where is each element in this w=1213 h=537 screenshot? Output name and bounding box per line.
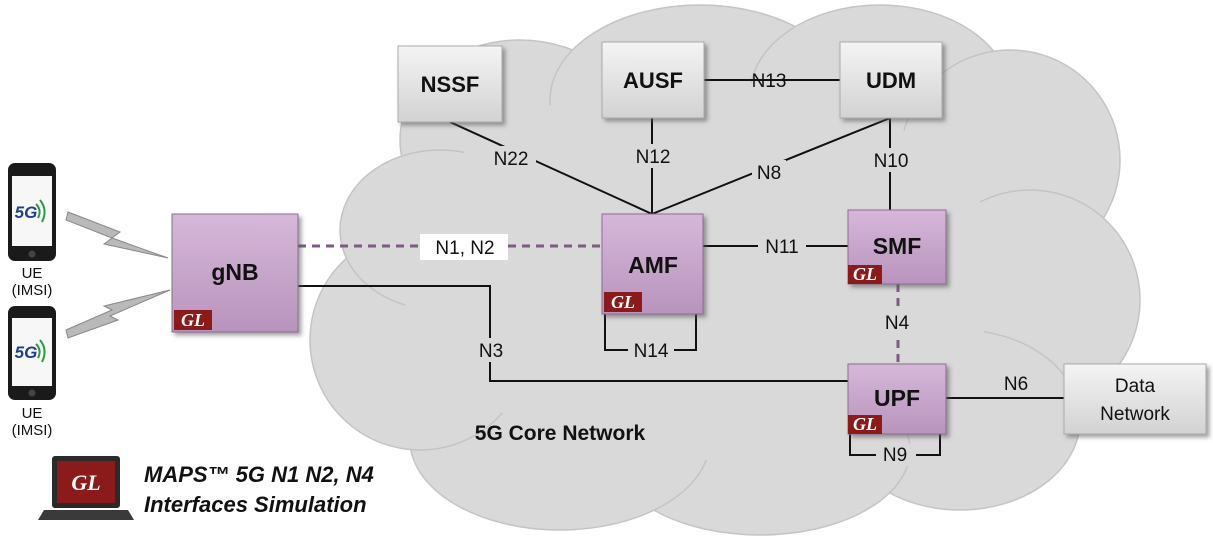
core-network-label: 5G Core Network: [475, 422, 646, 445]
ausf-node: AUSF: [601, 41, 705, 119]
data-network-label-line2: Network: [1100, 404, 1170, 425]
lightning-icon: [65, 211, 169, 259]
ue-device-2: 5G UE (IMSI): [8, 306, 56, 439]
gl-badge: [848, 265, 882, 284]
gnb-label: gNB: [211, 259, 258, 285]
5g-badge: 5G: [15, 343, 38, 362]
link-n3: [298, 285, 848, 382]
product-title-line1: MAPS™ 5G N1 N2, N4: [144, 462, 374, 487]
ue-label: UE: [22, 265, 43, 282]
gl-badge-text: GL: [611, 292, 635, 312]
udm-label: UDM: [866, 68, 916, 93]
ue-label: UE: [22, 405, 43, 422]
amf-label: AMF: [628, 252, 678, 278]
label-n12: N12: [636, 147, 671, 168]
udm-node: UDM: [839, 41, 943, 119]
ausf-label: AUSF: [623, 68, 683, 93]
label-n8: N8: [757, 163, 781, 184]
radio-link-icons: [65, 211, 171, 339]
nssf-node: NSSF: [397, 45, 503, 123]
gl-badge-text: GL: [853, 414, 877, 434]
5g-badge: 5G: [15, 203, 38, 222]
label-n14: N14: [634, 341, 669, 362]
laptop-logo: GL: [38, 456, 134, 520]
smf-node: SMF GL: [847, 209, 947, 285]
signal-icon: [35, 343, 41, 359]
product-title-line2: Interfaces Simulation: [144, 492, 367, 517]
label-n13: N13: [752, 71, 787, 92]
label-n1-n2: N1, N2: [435, 238, 494, 259]
ue-imsi-label: (IMSI): [12, 282, 53, 299]
link-n22: [449, 121, 653, 215]
label-n6: N6: [1004, 374, 1028, 395]
signal-icon: [35, 203, 41, 219]
label-n3: N3: [479, 341, 503, 362]
ue-imsi-label: (IMSI): [12, 422, 53, 439]
gl-badge: [604, 292, 642, 312]
laptop-gl-text: GL: [71, 470, 100, 495]
lightning-icon: [65, 289, 171, 339]
label-n4: N4: [885, 313, 910, 334]
data-network-label-line1: Data: [1115, 376, 1156, 397]
gl-badge-text: GL: [853, 264, 877, 284]
upf-node: UPF GL: [847, 363, 947, 435]
smf-label: SMF: [873, 233, 922, 259]
gl-badge: [174, 310, 212, 330]
nssf-label: NSSF: [421, 72, 480, 97]
upf-label: UPF: [874, 385, 920, 411]
amf-node: AMF GL: [601, 213, 704, 315]
label-n22: N22: [494, 149, 529, 170]
gl-badge-text: GL: [181, 310, 205, 330]
data-network-node: Data Network: [1063, 363, 1207, 435]
gl-badge: [848, 415, 882, 434]
label-n10: N10: [874, 151, 909, 172]
interface-labels: N22 N12 N13 N8 N10 N1, N2 N11 N4 N3 N14 …: [435, 71, 1028, 466]
label-n11: N11: [765, 237, 798, 258]
gnb-node: gNB GL: [171, 213, 299, 333]
label-n9: N9: [883, 445, 907, 466]
ue-device-1: 5G UE (IMSI): [8, 163, 56, 299]
